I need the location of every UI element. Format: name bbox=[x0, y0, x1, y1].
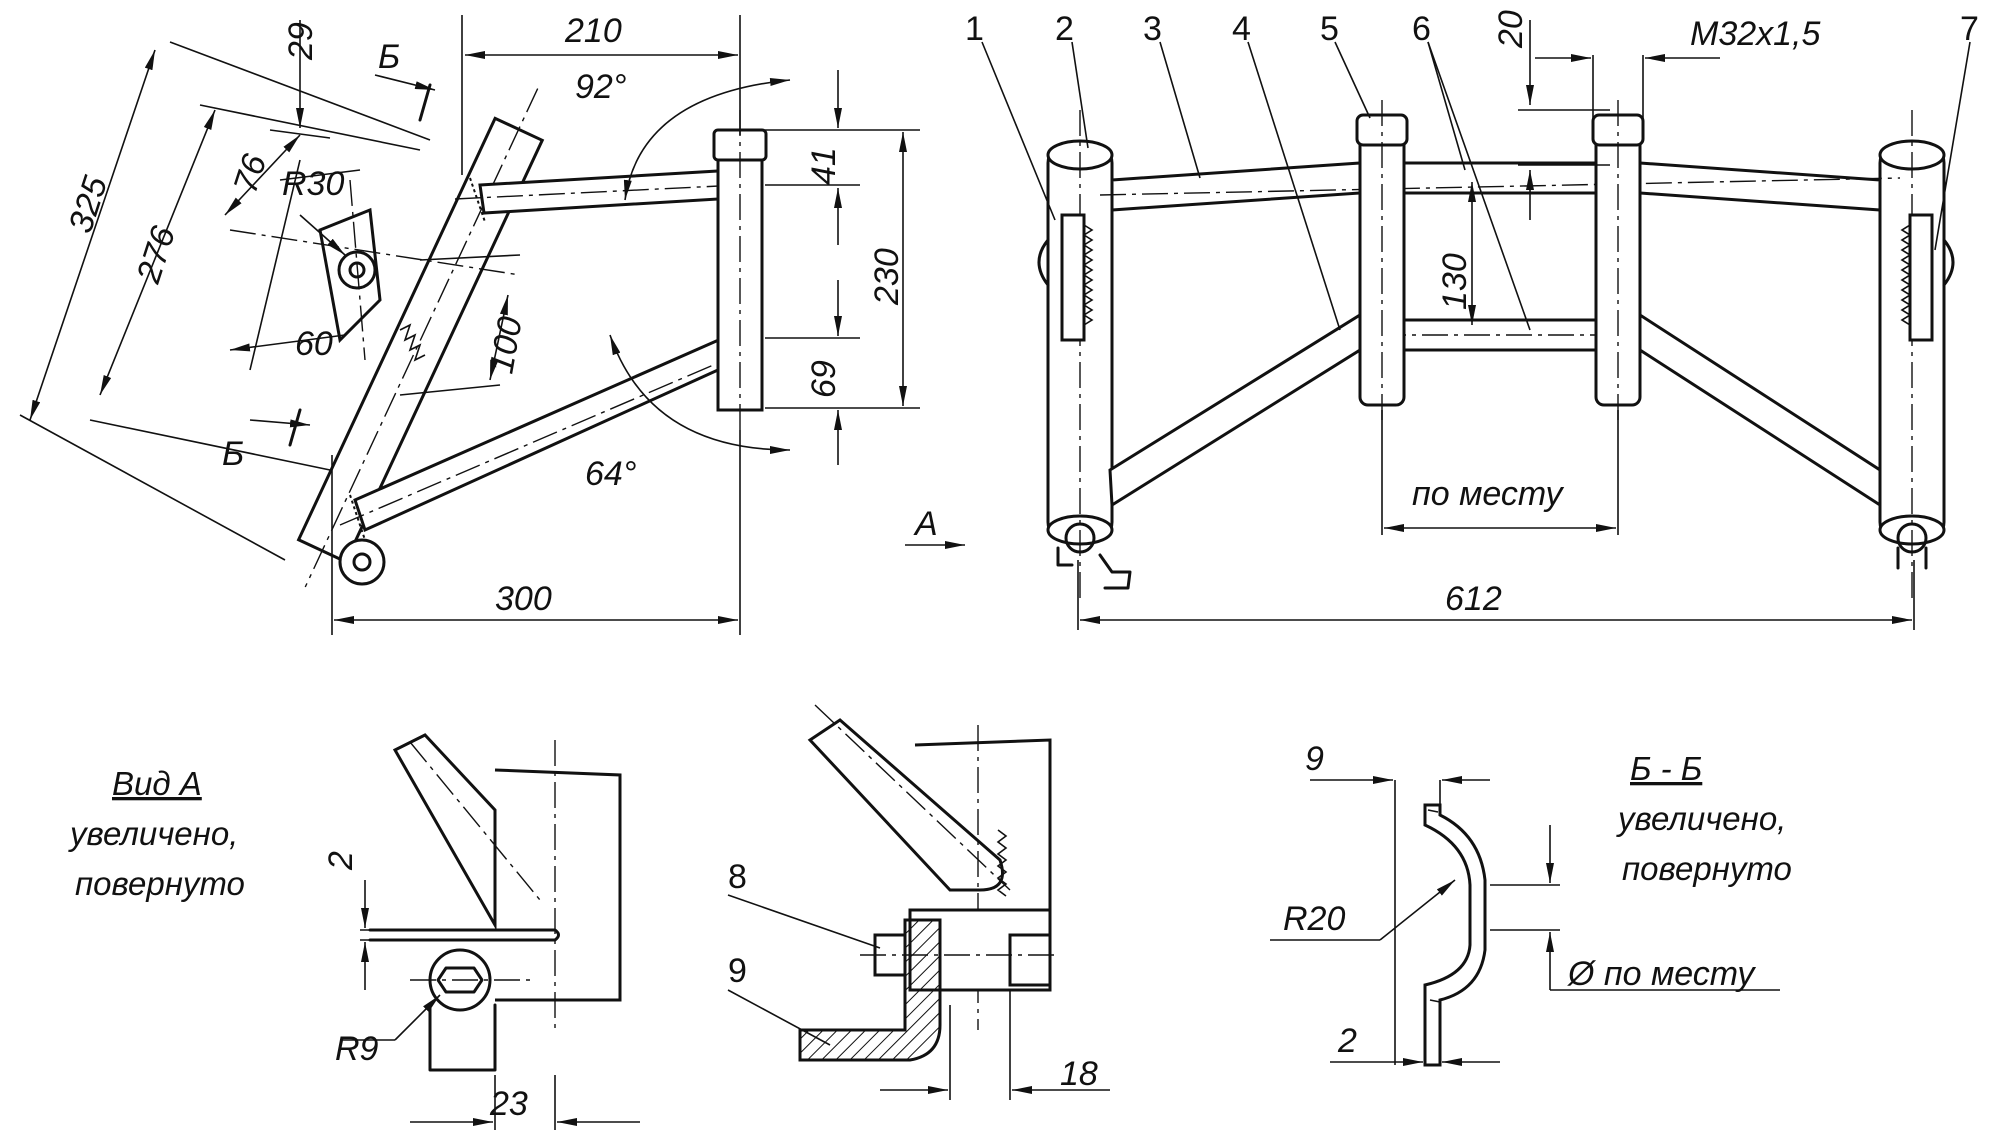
angle-92: 92° bbox=[575, 68, 626, 106]
section-b-b: Б - Б увеличено, повернуто 9 R20 Ø по ме… bbox=[1270, 740, 1792, 1067]
dim-41: 41 bbox=[805, 147, 843, 185]
dim-210: 210 bbox=[564, 12, 622, 50]
section-caption-2: увеличено, bbox=[1616, 800, 1786, 837]
dim-18: 18 bbox=[1060, 1055, 1098, 1093]
dim-29: 29 bbox=[282, 22, 320, 61]
callout-4: 4 bbox=[1232, 10, 1251, 48]
dim-r9: R9 bbox=[335, 1030, 379, 1068]
dim-23: 23 bbox=[489, 1085, 528, 1123]
callout-6: 6 bbox=[1412, 10, 1431, 48]
callout-5: 5 bbox=[1320, 10, 1339, 48]
front-view: 1 2 3 4 5 6 7 20 M32x1,5 130 по месту 61… bbox=[905, 10, 1979, 630]
callout-8: 8 bbox=[728, 858, 747, 896]
section-caption-3: повернуто bbox=[1622, 850, 1792, 887]
view-a: Вид А увеличено, повернуто 2 R9 23 bbox=[68, 733, 640, 1130]
dim-230: 230 bbox=[868, 248, 906, 306]
dim-9: 9 bbox=[1305, 740, 1324, 778]
angle-64: 64° bbox=[585, 455, 636, 493]
dim-20: 20 bbox=[1492, 10, 1530, 49]
dim-300: 300 bbox=[495, 580, 552, 618]
callout-2: 2 bbox=[1055, 10, 1074, 48]
dim-60: 60 bbox=[295, 325, 333, 363]
section-title: Б - Б bbox=[1630, 750, 1702, 787]
view-a-caption-2: увеличено, bbox=[68, 815, 238, 852]
callout-3: 3 bbox=[1143, 10, 1162, 48]
dim-r20: R20 bbox=[1283, 900, 1345, 938]
side-view: 325 276 29 76 R30 60 100 210 92° 64° 41 … bbox=[19, 12, 920, 635]
section-mark-b-bottom: Б bbox=[222, 435, 244, 473]
dim-diameter-in-place: Ø по месту bbox=[1567, 955, 1756, 993]
view-a-title: Вид А bbox=[112, 765, 202, 802]
dim-100: 100 bbox=[482, 314, 529, 377]
bolt-detail: 8 9 18 bbox=[727, 704, 1110, 1100]
thread-m32: M32x1,5 bbox=[1690, 15, 1820, 53]
dim-69: 69 bbox=[805, 360, 843, 398]
dim-276: 276 bbox=[129, 222, 183, 289]
callout-7: 7 bbox=[1960, 10, 1979, 48]
dim-2-view-a: 2 bbox=[322, 851, 360, 871]
section-mark-b-top: Б bbox=[378, 38, 400, 76]
view-a-caption-3: повернуто bbox=[75, 865, 245, 902]
dim-r30: R30 bbox=[282, 165, 344, 203]
dim-612: 612 bbox=[1445, 580, 1502, 618]
callout-9: 9 bbox=[728, 952, 747, 990]
dim-in-place: по месту bbox=[1412, 475, 1564, 513]
dim-130: 130 bbox=[1436, 253, 1474, 310]
callout-1: 1 bbox=[965, 10, 984, 48]
dim-2-section: 2 bbox=[1337, 1022, 1357, 1060]
dim-325: 325 bbox=[61, 172, 115, 238]
view-arrow-a: А bbox=[913, 505, 938, 543]
dim-76: 76 bbox=[226, 150, 274, 198]
